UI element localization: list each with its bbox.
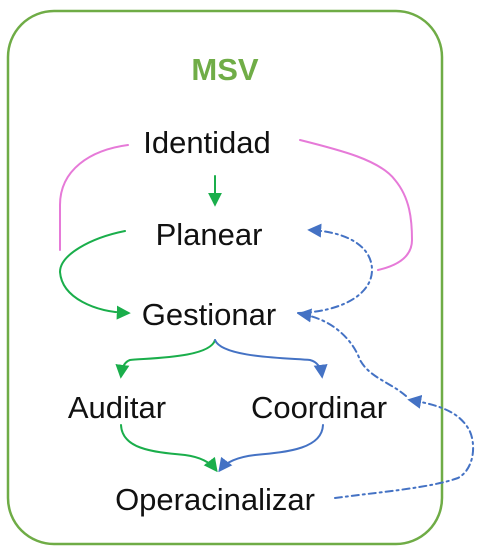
edge-coordinar-gestionar-feedback bbox=[297, 308, 407, 397]
edge-planear-gestionar bbox=[58, 230, 131, 320]
node-coordinar: Coordinar bbox=[251, 390, 387, 425]
edge-coordinar-operacinalizar bbox=[218, 424, 324, 473]
msv-frame bbox=[6, 9, 444, 546]
node-identidad: Identidad bbox=[143, 125, 271, 160]
edge-operacinalizar-coordinar-feedback bbox=[334, 394, 475, 499]
edge-gestionar-auditar bbox=[115, 339, 216, 379]
edge-auditar-operacinalizar bbox=[120, 424, 218, 473]
diagram-title: MSV bbox=[191, 52, 259, 87]
edge-identidad-pink-loop-right bbox=[299, 139, 414, 271]
node-auditar: Auditar bbox=[68, 390, 166, 425]
node-planear: Planear bbox=[156, 217, 263, 252]
node-operacinalizar: Operacinalizar bbox=[115, 482, 315, 517]
edge-gestionar-planear-feedback bbox=[297, 223, 374, 314]
edge-identidad-pink-loop bbox=[59, 144, 129, 251]
edge-gestionar-coordinar bbox=[214, 339, 328, 379]
node-gestionar: Gestionar bbox=[142, 297, 276, 332]
